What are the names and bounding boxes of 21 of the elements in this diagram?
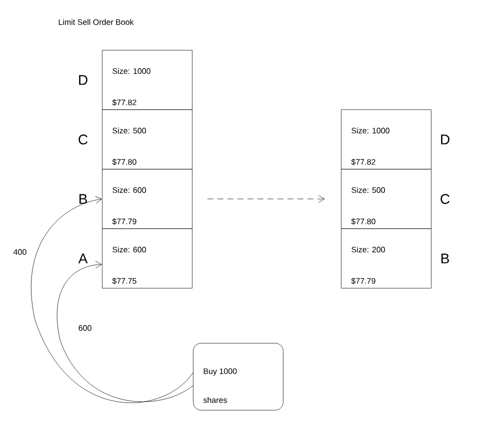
order-cell: Size: 600 $77.79 [102, 169, 192, 229]
order-cell: Size: 200 $77.79 [341, 228, 432, 288]
row-letter: D [79, 75, 88, 85]
arrow [30, 196, 194, 403]
order-cell: Size: 600 $77.75 [102, 228, 192, 288]
order-box: Buy 1000 shares [193, 343, 284, 410]
title: Limit Sell Order Book [58, 19, 134, 25]
order-cell: Size: 500 $77.80 [341, 169, 432, 229]
edge-label: 400 [12, 248, 28, 256]
row-letter: B [441, 254, 449, 264]
arrow [207, 195, 325, 203]
row-letter: B [79, 194, 87, 204]
row-letter: C [440, 194, 450, 204]
order-cell: Size: 500 $77.80 [102, 110, 192, 170]
row-letter: A [78, 254, 88, 264]
order-cell: Size: 1000 $77.82 [102, 50, 192, 110]
arrow [56, 260, 194, 402]
row-letter: D [441, 134, 450, 144]
order-cell: Size: 1000 $77.82 [341, 110, 432, 170]
row-letter: C [78, 134, 88, 144]
edge-label: 600 [77, 324, 93, 332]
